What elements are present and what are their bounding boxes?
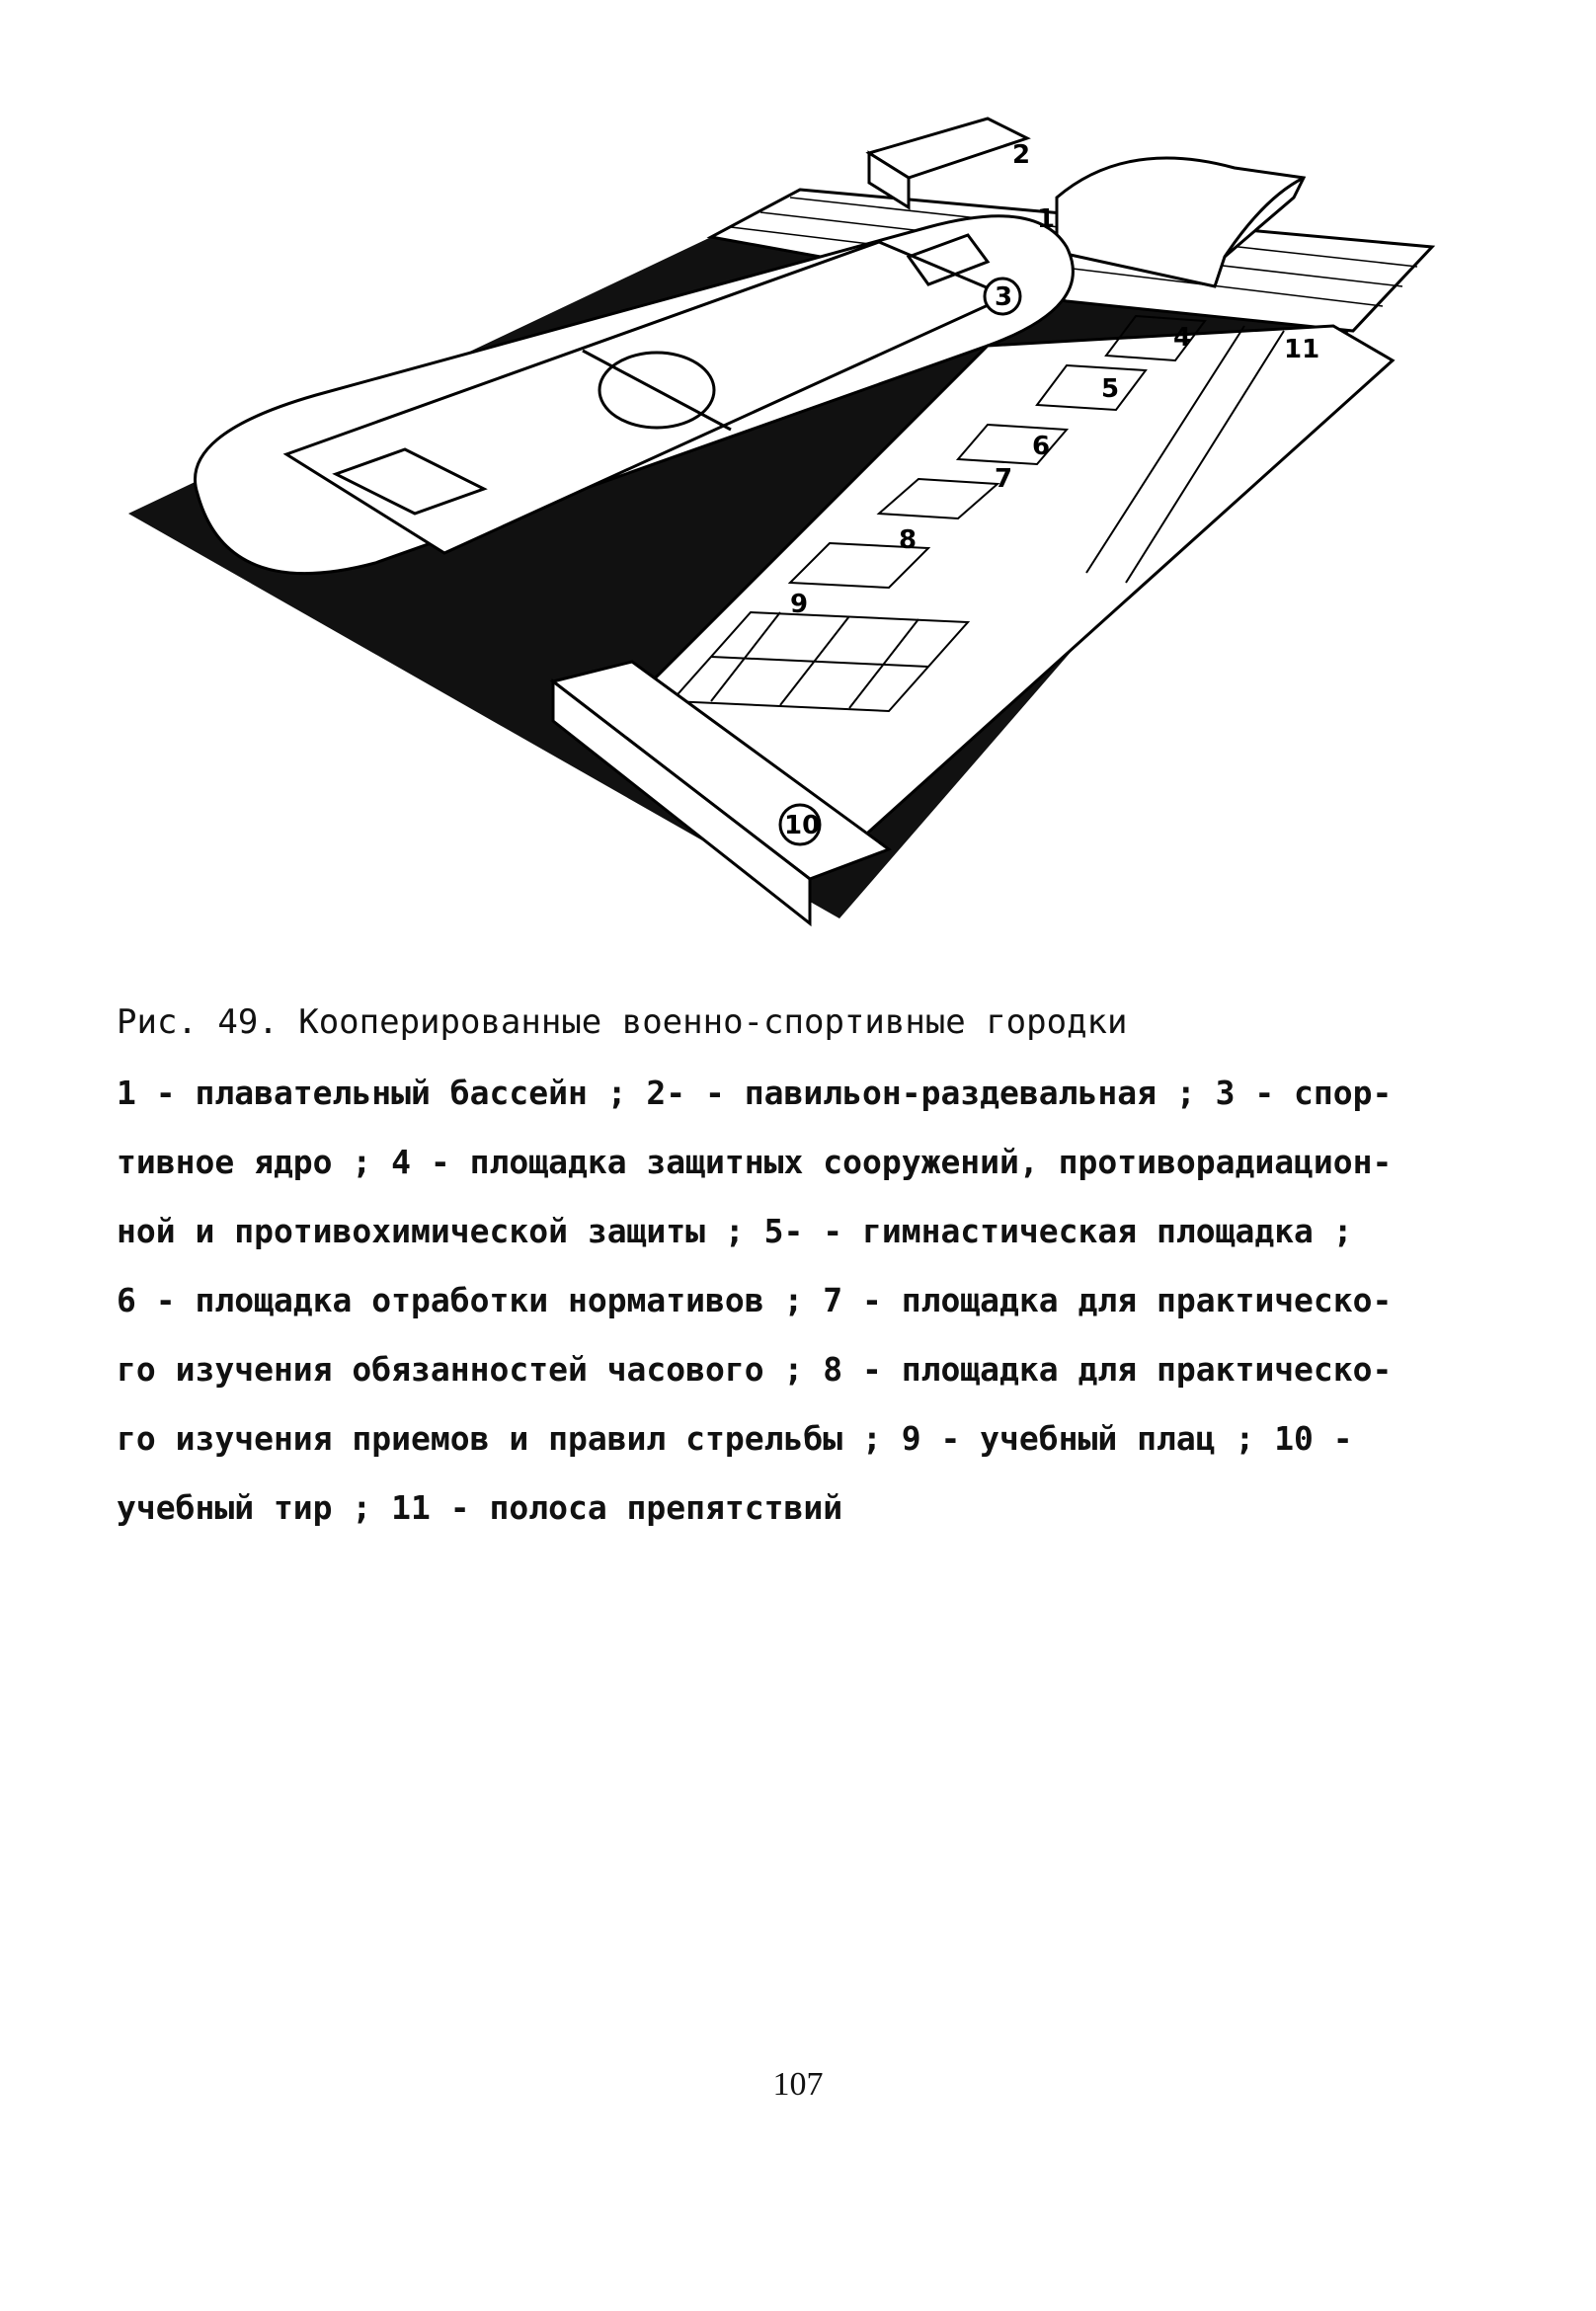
label-10-circle: [778, 803, 822, 846]
caption-line: ной и противохимической защиты ; 5- - ги…: [117, 1212, 1353, 1250]
label-3-circle: [983, 277, 1022, 316]
label-1: 1: [1037, 204, 1055, 234]
label-3: 3: [995, 282, 1012, 312]
label-11: 11: [1284, 335, 1319, 364]
label-9: 9: [790, 590, 808, 619]
caption-line: учебный тир ; 11 - полоса препятствий: [117, 1488, 843, 1527]
label-6: 6: [1032, 432, 1050, 461]
caption-line: 6 - площадка отработки нормативов ; 7 - …: [117, 1281, 1393, 1319]
figure-caption: Рис. 49. Кооперированные военно-спортивн…: [117, 997, 1440, 1543]
caption-line: 1 - плавательный бассейн ; 2- - павильон…: [117, 1074, 1393, 1112]
label-5: 5: [1101, 374, 1119, 404]
label-2: 2: [1012, 140, 1030, 170]
caption-line: тивное ядро ; 4 - площадка защитных соор…: [117, 1143, 1393, 1181]
label-10: 10: [784, 811, 820, 840]
caption-line: го изучения обязанностей часового ; 8 - …: [117, 1350, 1393, 1389]
page-number: 107: [772, 2066, 824, 2103]
caption-title: Рис. 49. Кооперированные военно-спортивн…: [117, 1002, 1128, 1042]
label-4: 4: [1173, 323, 1191, 353]
label-7: 7: [995, 464, 1012, 494]
figure-illustration: 2 1 3 4 11 5 6 7 8 9 10: [119, 99, 1442, 938]
training-zone: [629, 324, 1396, 851]
caption-line: го изучения приемов и правил стрельбы ; …: [117, 1419, 1353, 1458]
label-8: 8: [899, 525, 917, 555]
sports-complex-drawing: 2 1 3 4 11 5 6 7 8 9 10: [128, 117, 1436, 927]
pool-building: [1055, 156, 1307, 288]
